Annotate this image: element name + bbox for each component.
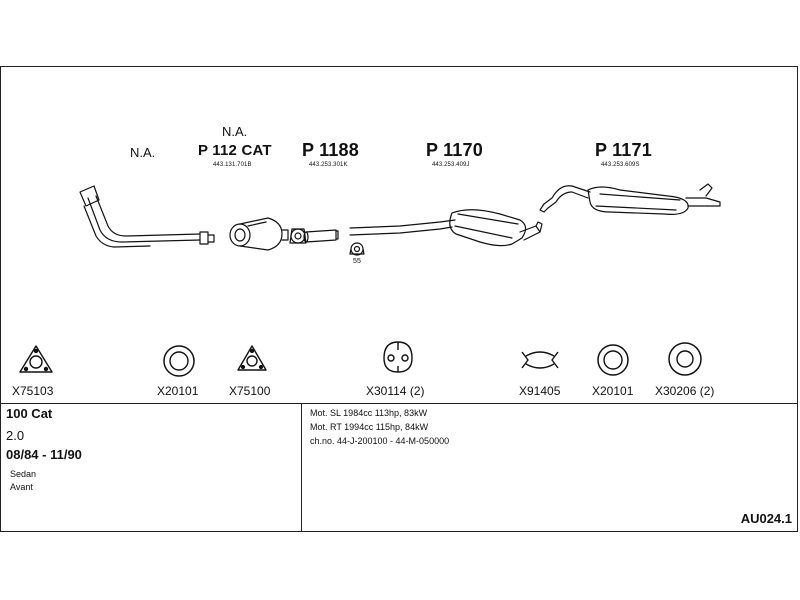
hanger-ring (349, 242, 365, 256)
part-code: X75100 (229, 384, 271, 398)
divider-vertical (301, 403, 302, 532)
part-code: X20101 (592, 384, 634, 398)
intermediate-pipe (303, 229, 339, 243)
vehicle-dates: 08/84 - 11/90 (6, 447, 82, 462)
engine-note: Mot. RT 1994cc 115hp, 84kW (310, 422, 429, 432)
part-number: P 1171 (595, 140, 652, 160)
part-number: P 112 CAT (198, 142, 272, 159)
body-type: Avant (10, 482, 33, 492)
oem-number: 443.253.301K (309, 162, 348, 168)
oem-number: 443.253.409J (432, 162, 470, 168)
chassis-note: ch.no. 44-J-200100 - 44-M-050000 (310, 436, 450, 446)
part-number: P 1188 (302, 140, 359, 160)
reference-code: AU024.1 (740, 511, 792, 526)
catalytic-converter (229, 217, 289, 251)
sealing-ring-icon (597, 344, 629, 376)
middle-silencer (349, 209, 543, 247)
part-number: P 1170 (426, 140, 483, 160)
gasket-triangle-icon (237, 345, 267, 371)
part-code: X30206 (2) (655, 384, 715, 398)
part-code: X20101 (157, 384, 199, 398)
vehicle-model: 100 Cat (6, 406, 53, 421)
clamp-icon (521, 351, 559, 369)
divider-horizontal (0, 403, 798, 404)
rear-silencer (539, 183, 721, 215)
part-label-na: N.A. (130, 145, 156, 160)
rubber-hanger-icon (383, 341, 413, 373)
gasket-triangle-icon (19, 345, 53, 373)
part-code: X75103 (12, 384, 54, 398)
oem-number: 443.131.701B (213, 162, 252, 168)
diagram-frame (0, 66, 798, 532)
part-code: X91405 (519, 384, 561, 398)
hanger-number: 55 (353, 258, 361, 265)
vehicle-engine: 2.0 (6, 428, 25, 443)
front-pipe (79, 185, 215, 248)
flange-joint (289, 228, 307, 244)
part-label-na-top: N.A. (222, 124, 248, 139)
body-type: Sedan (10, 469, 37, 479)
oem-number: 443.253.609S (601, 162, 640, 168)
sealing-ring-icon (668, 342, 702, 376)
part-code: X30114 (2) (366, 384, 425, 398)
engine-note: Mot. SL 1984cc 113hp, 83kW (310, 408, 428, 418)
sealing-ring-icon (163, 345, 195, 377)
